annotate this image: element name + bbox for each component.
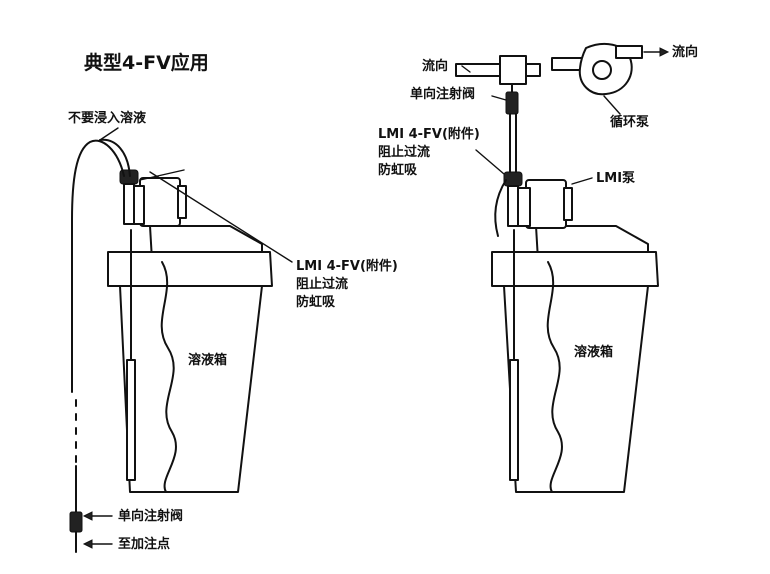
left-check-valve-label: 单向注射阀: [118, 509, 184, 524]
left-callout-leader-2: [139, 169, 185, 181]
right-callout-line1: LMI 4-FV(附件): [378, 127, 480, 142]
left-metering-pump: [131, 177, 187, 227]
left-no-immerse-label: 不要浸入溶液: [68, 111, 147, 126]
right-discharge-tube: [494, 113, 517, 237]
left-callout-line2: 阻止过流: [296, 277, 349, 292]
left-injection-point-label: 至加注点: [118, 537, 171, 552]
right-lmi-pump: [517, 179, 573, 229]
recirc-pump-leader: [603, 95, 621, 115]
right-callout-leader: [475, 149, 505, 175]
right-tank-label: 溶液箱: [574, 345, 614, 360]
right-process-pipe: [455, 55, 597, 93]
right-lmipump-leader: [571, 177, 593, 185]
diagram-title: 典型4-FV应用: [84, 52, 209, 74]
right-flow-left-label: 流向: [422, 59, 449, 74]
left-callout-line1: LMI 4-FV(附件): [296, 259, 398, 274]
right-check-valve-label: 单向注射阀: [410, 87, 476, 102]
recirculation-pump: [578, 42, 643, 96]
left-discharge-tube: [69, 138, 131, 553]
right-callout-line3: 防虹吸: [378, 163, 418, 178]
left-4fv-valve: [119, 169, 139, 225]
left-solution-tank: [107, 225, 273, 493]
right-check-valve: [505, 91, 519, 115]
right-4fv-valve: [503, 171, 523, 227]
right-solution-tank: [491, 225, 659, 493]
right-flow-left-leader: [461, 65, 471, 73]
left-tank-label: 溶液箱: [188, 353, 228, 368]
right-flow-right-label: 流向: [672, 45, 699, 60]
left-callout-line3: 防虹吸: [296, 295, 336, 310]
recirc-pump-label: 循环泵: [610, 115, 650, 130]
right-lmi-pump-label: LMI泵: [596, 171, 636, 186]
right-callout-line2: 阻止过流: [378, 145, 431, 160]
left-noimmerse-leader: [99, 127, 119, 141]
right-check-valve-leader: [491, 95, 507, 101]
left-callout-leader: [149, 171, 293, 263]
